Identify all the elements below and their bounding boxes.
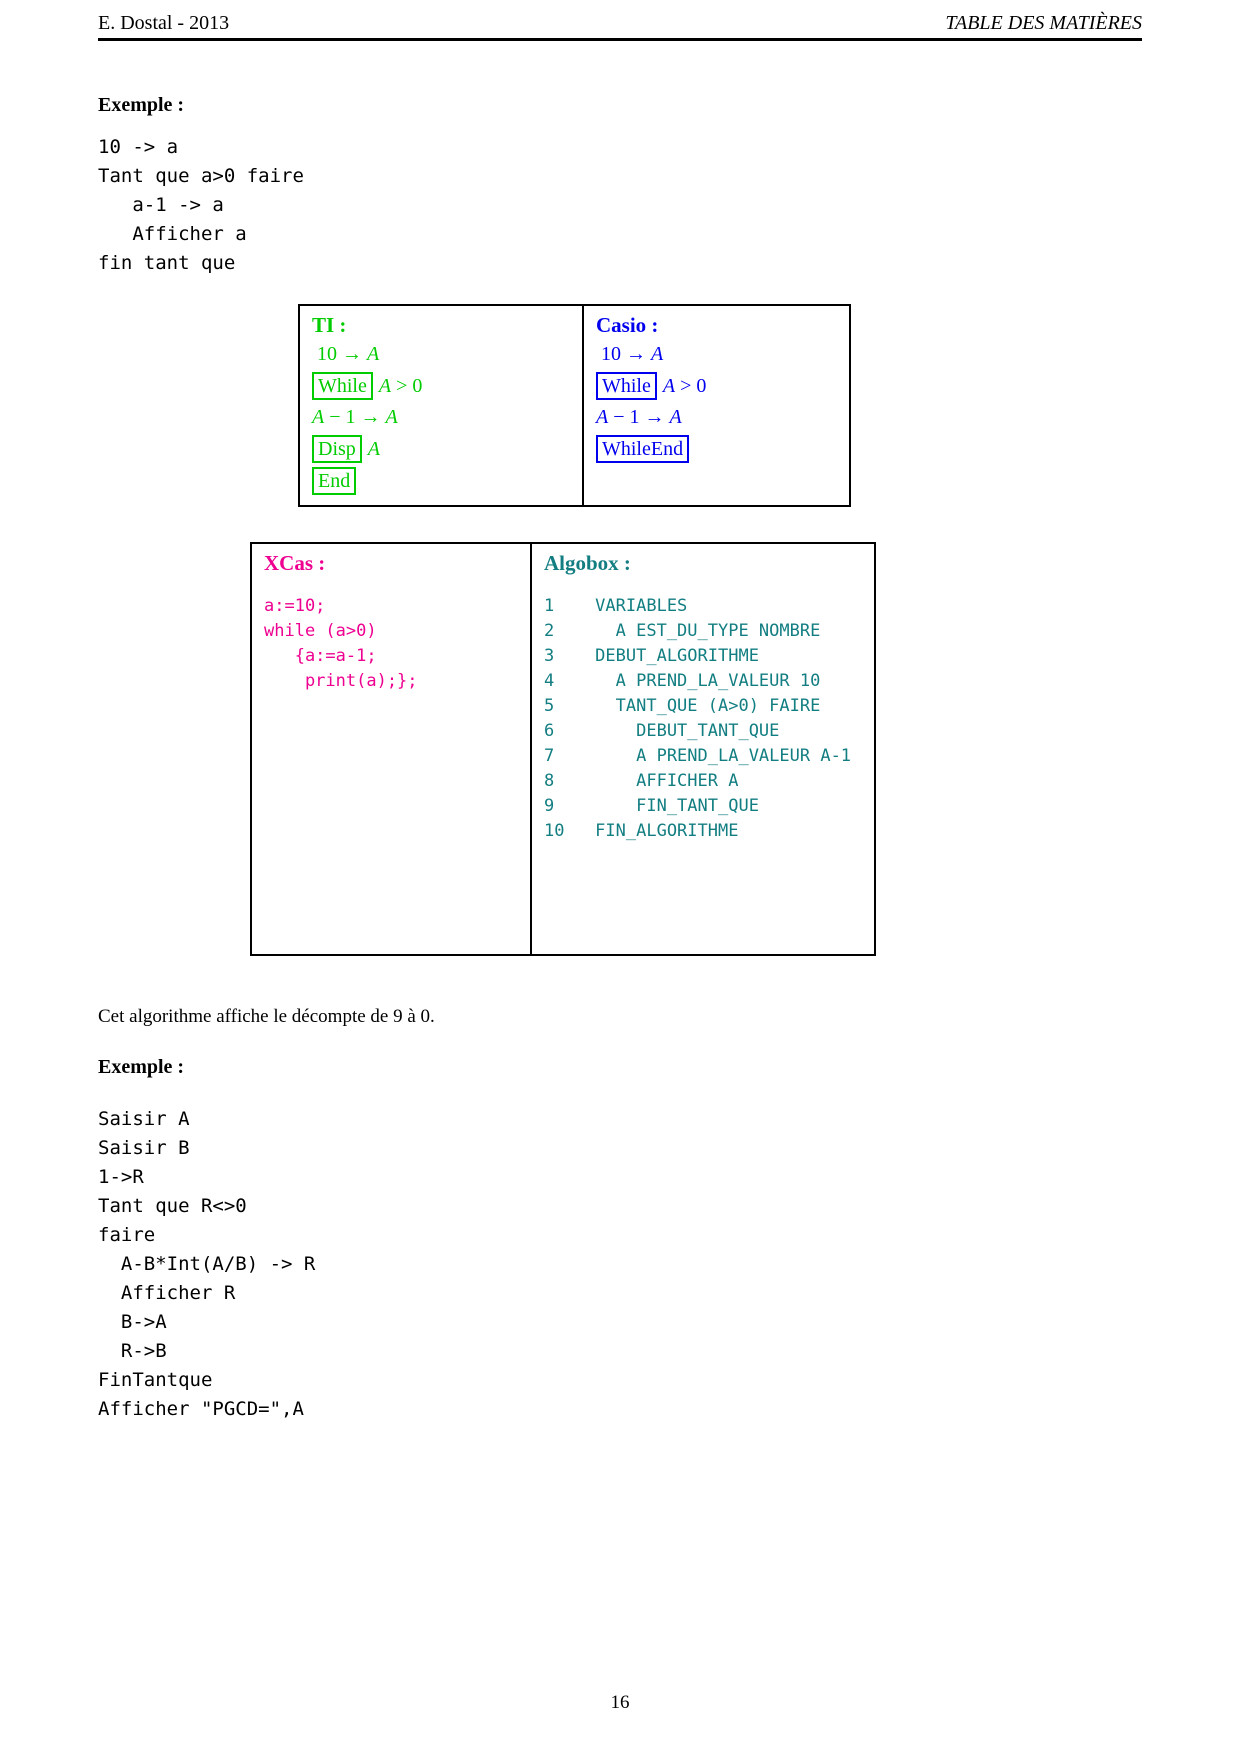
code-line: B->A	[98, 1311, 167, 1333]
example2-code-block: Saisir A Saisir B 1->R Tant que R<>0 faire A…	[98, 1105, 315, 1424]
page-number: 16	[610, 1692, 630, 1713]
ti-end-keyword-box: End	[312, 467, 357, 495]
code-line: 5 TANT_QUE (A>0) FAIRE	[544, 696, 821, 716]
code-line: 7 A PREND_LA_VALEUR A-1	[544, 746, 852, 766]
casio-assign-line: 10 → A	[596, 341, 837, 368]
code-line: FinTantque	[98, 1369, 213, 1391]
header-rule	[98, 38, 1142, 41]
xcas-title: XCas :	[264, 551, 326, 575]
code-line: Afficher R	[98, 1282, 236, 1304]
header-section-title: TABLE DES MATIÈRES	[945, 12, 1142, 34]
commentary-paragraph: Cet algorithme affiche le décompte de 9 …	[98, 1006, 435, 1027]
code-line: 10 FIN_ALGORITHME	[544, 821, 739, 841]
code-line: Saisir A	[98, 1108, 190, 1130]
code-line: 4 A PREND_LA_VALEUR 10	[544, 671, 821, 691]
example2-heading: Exemple :	[98, 1056, 185, 1078]
code-line: 1->R	[98, 1166, 144, 1188]
ti-end-line: End	[312, 467, 570, 495]
casio-title: Casio :	[596, 313, 659, 337]
code-line: Saisir B	[98, 1137, 190, 1159]
xcas-code-block: a:=10; while (a>0) {a:=a-1; print(a);};	[264, 594, 518, 694]
example1-heading: Exemple :	[98, 94, 185, 116]
casio-decrement-math: A − 1 → A	[596, 406, 682, 428]
casio-whileend-keyword-box: WhileEnd	[596, 435, 690, 463]
code-line: faire	[98, 1224, 156, 1246]
algobox-code-block: 1 VARIABLES 2 A EST_DU_TYPE NOMBRE 3 DEBUT…	[544, 594, 862, 844]
casio-whileend-line: WhileEnd	[596, 435, 837, 463]
ti-decrement-math: A − 1 → A	[312, 406, 398, 428]
casio-assign-math: 10 → A	[601, 343, 664, 365]
code-line: fin tant que	[98, 252, 236, 274]
code-line: 1 VARIABLES	[544, 596, 688, 616]
ti-disp-keyword-box: Disp	[312, 435, 362, 463]
code-line: print(a);};	[264, 671, 418, 691]
ti-title: TI :	[312, 313, 347, 337]
code-line: {a:=a-1;	[264, 646, 377, 666]
casio-decrement-line: A − 1 → A	[596, 404, 837, 431]
code-line: Afficher "PGCD=",A	[98, 1398, 304, 1420]
ti-while-condition: A > 0	[378, 375, 423, 397]
code-line: Tant que R<>0	[98, 1195, 247, 1217]
code-line: Tant que a>0 faire	[98, 165, 304, 187]
code-line: 3 DEBUT_ALGORITHME	[544, 646, 759, 666]
software-syntax-table: XCas : a:=10; while (a>0) {a:=a-1; print(…	[250, 542, 876, 956]
ti-while-keyword-box: While	[312, 372, 373, 400]
code-line: while (a>0)	[264, 621, 377, 641]
algobox-title: Algobox :	[544, 551, 631, 575]
code-line: R->B	[98, 1340, 167, 1362]
code-line: 2 A EST_DU_TYPE NOMBRE	[544, 621, 821, 641]
casio-while-condition: A > 0	[662, 375, 707, 397]
code-line: 9 FIN_TANT_QUE	[544, 796, 759, 816]
code-line: 6 DEBUT_TANT_QUE	[544, 721, 780, 741]
example1-code-block: 10 -> a Tant que a>0 faire a-1 -> a Affic…	[98, 133, 304, 278]
ti-disp-argument: A	[367, 438, 381, 460]
header-author: E. Dostal - 2013	[98, 12, 230, 34]
algobox-cell: Algobox : 1 VARIABLES 2 A EST_DU_TYPE NOM…	[532, 544, 874, 954]
ti-assign-math: 10 → A	[317, 343, 380, 365]
code-line: 10 -> a	[98, 136, 179, 158]
ti-decrement-line: A − 1 → A	[312, 404, 570, 431]
casio-while-keyword-box: While	[596, 372, 657, 400]
xcas-cell: XCas : a:=10; while (a>0) {a:=a-1; print(…	[252, 544, 532, 954]
ti-assign-line: 10 → A	[312, 341, 570, 368]
code-line: Afficher a	[98, 223, 247, 245]
code-line: 8 AFFICHER A	[544, 771, 739, 791]
code-line: a-1 -> a	[98, 194, 224, 216]
code-line: a:=10;	[264, 596, 326, 616]
code-line: A-B*Int(A/B) -> R	[98, 1253, 316, 1275]
